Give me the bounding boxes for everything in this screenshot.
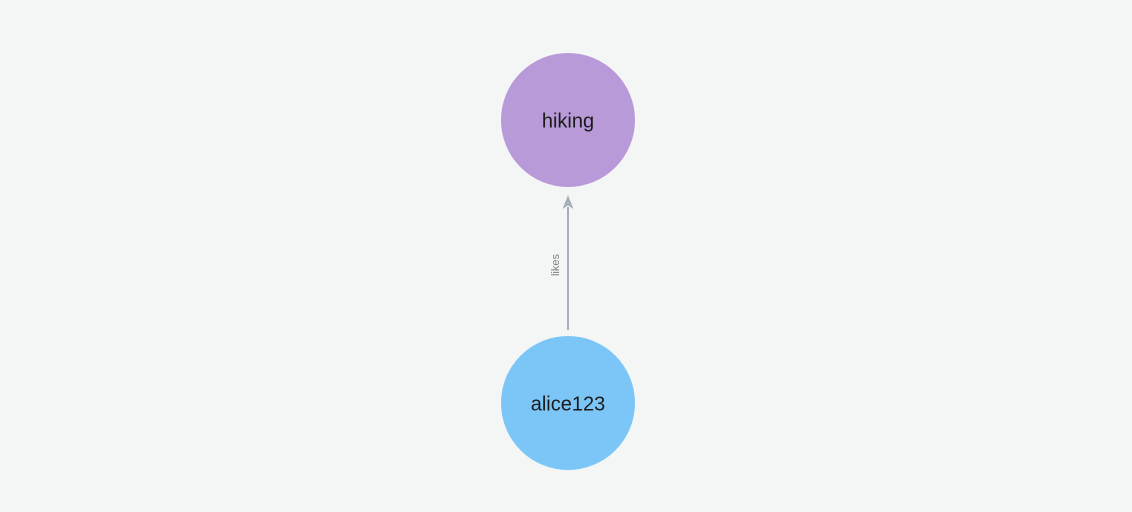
node-alice123-circle[interactable] <box>501 336 635 470</box>
edge-alice123-likes-hiking[interactable]: likes <box>550 195 574 330</box>
node-hiking-circle[interactable] <box>501 53 635 187</box>
node-alice123-label: alice123 <box>531 393 606 415</box>
node-alice123[interactable]: alice123 <box>501 336 635 470</box>
node-hiking[interactable]: hiking <box>501 53 635 187</box>
edge-arrowhead-icon <box>562 195 574 209</box>
edge-label-likes: likes <box>550 254 562 277</box>
node-hiking-label: hiking <box>542 110 594 132</box>
